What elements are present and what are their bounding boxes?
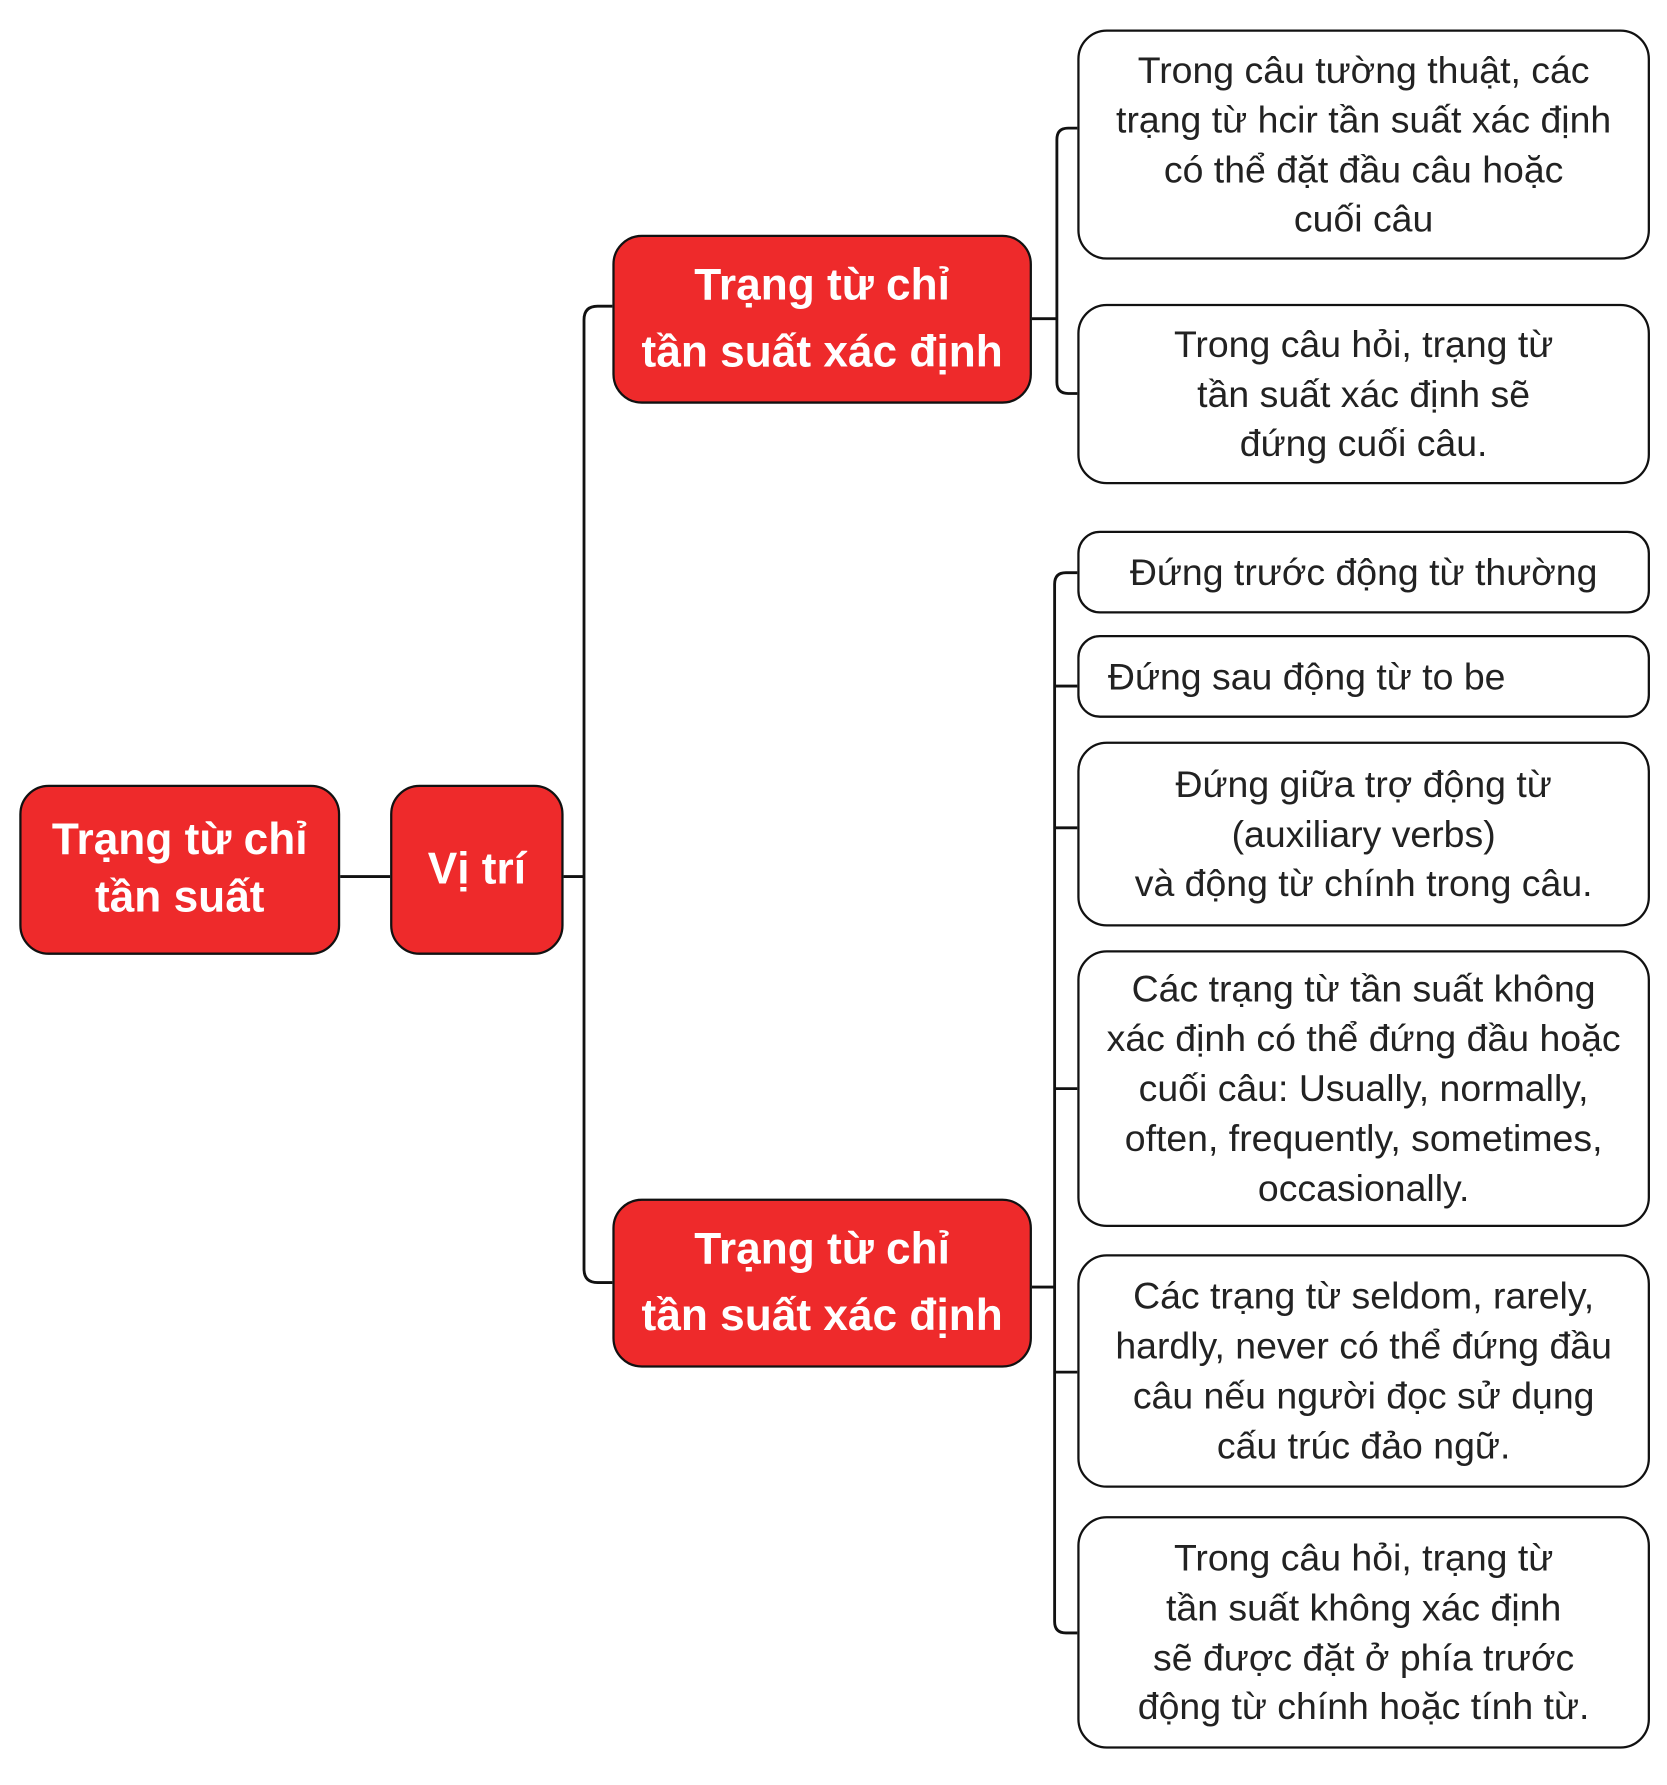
connector-branch-2-leaves [1031,571,1078,1635]
root-node: Trạng từ chỉ tần suất [19,784,341,955]
leaf-node: Trong câu hỏi, trạng từ tần suất không x… [1077,1516,1650,1749]
leaf-node: Các trạng từ tần suất không xác định có … [1077,950,1650,1227]
leaf-node: Trong câu hỏi, trạng từ tần suất xác địn… [1077,303,1650,485]
leaf-node: Đứng sau động từ to be [1077,635,1650,718]
connector-position-branches [563,304,613,1284]
position-node: Vị trí [390,784,564,955]
leaf-node: Trong câu tường thuật, các trạng từ hcir… [1077,29,1650,260]
branch-node-1: Trạng từ chỉ tần suất xác định [612,234,1032,404]
leaf-node: Đứng trước động từ thường [1077,530,1650,614]
connector-branch-1-leaves [1031,126,1078,395]
branch-node-2: Trạng từ chỉ tần suất xác định [612,1198,1032,1368]
leaf-node: Các trạng từ seldom, rarely, hardly, nev… [1077,1254,1650,1488]
leaf-node: Đứng giữa trợ động từ (auxiliary verbs) … [1077,741,1650,927]
